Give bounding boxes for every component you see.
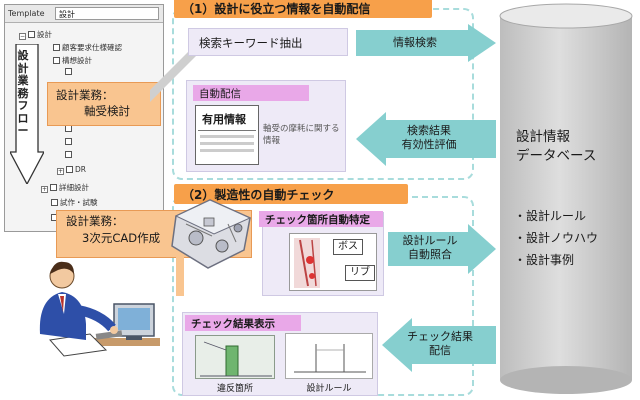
database-title: 設計情報 データベース (516, 129, 597, 164)
folder-icon (65, 125, 72, 132)
info-card: 有用情報 (195, 105, 259, 165)
violation-drawing (200, 341, 272, 377)
database-contents: ・設計ルール ・設計ノウハウ ・設計事例 (514, 208, 632, 268)
search-arrow-label: 情報検索 (393, 36, 437, 49)
result-delivery-arrow-label: チェック結果 配信 (407, 330, 473, 357)
tree-item[interactable]: 顧客要求仕様確認 (53, 42, 122, 53)
tree-item[interactable]: +詳細設計 (41, 183, 89, 193)
design-rule-image (285, 333, 373, 379)
tree-item[interactable] (65, 67, 74, 76)
expand-icon: + (57, 168, 64, 175)
rule-match-arrow-label: 設計ルール 自動照合 (402, 234, 458, 261)
folder-icon (53, 44, 60, 51)
tree-item[interactable]: −設計 (19, 30, 52, 40)
tree-item[interactable]: +DR (57, 165, 86, 175)
task-title: 設計業務： (56, 88, 114, 102)
engineer-at-computer-image (39, 261, 160, 357)
info-card-title: 有用情報 (198, 108, 256, 131)
result-delivery-arrow (382, 318, 496, 372)
check-location-panel: チェック箇所自動特定 ボス リブ (259, 211, 384, 296)
design-database-cylinder (499, 3, 633, 394)
violation-caption: 違反箇所 (216, 384, 253, 394)
cad-model-image (171, 199, 252, 269)
check-location-header: チェック箇所自動特定 (259, 211, 383, 227)
orange-band (176, 256, 184, 296)
folder-icon (65, 138, 72, 145)
folder-icon (53, 57, 60, 64)
folder-icon (65, 68, 72, 75)
template-select[interactable]: 設計 (55, 7, 159, 20)
design-rule-drawing (294, 344, 366, 373)
folder-icon (65, 151, 72, 158)
check-result-header: チェック結果表示 (185, 315, 301, 331)
evaluation-arrow (356, 112, 496, 166)
auto-delivery-panel: 自動配信 有用情報 軸受の摩耗に関する情報 (186, 80, 346, 172)
folder-icon (50, 184, 57, 191)
folder-icon (51, 199, 58, 206)
check-result-panel: チェック結果表示 違反箇所 設計ルール (182, 312, 378, 396)
tree-header-label: Template (8, 9, 45, 18)
task-body: 軸受検討 (84, 104, 130, 118)
tree-item[interactable] (65, 150, 74, 159)
callout-boss: ボス (333, 239, 363, 255)
collapse-icon: − (19, 33, 26, 40)
task-body: 3次元CAD作成 (82, 231, 161, 245)
section2-title: （2）製造性の自動チェック (174, 184, 408, 204)
info-card-description: 軸受の摩耗に関する情報 (263, 124, 340, 146)
database-item: ・設計ノウハウ (514, 231, 599, 245)
task-title: 設計業務： (66, 214, 124, 228)
connector-line (150, 50, 196, 102)
text-line (200, 142, 254, 145)
flow-arrow (10, 44, 44, 184)
callout-rib: リブ (345, 265, 375, 281)
part-cross-section (294, 238, 320, 288)
expand-icon: + (41, 186, 48, 193)
tree-item[interactable]: 構想設計 (53, 55, 92, 66)
section1-title: （1）設計に役立つ情報を自動配信 (174, 0, 432, 18)
search-arrow (356, 24, 496, 62)
violation-image (195, 335, 275, 379)
keyword-extraction-label: 検索キーワード抽出 (199, 36, 303, 50)
design-rule-caption: 設計ルール (306, 384, 352, 394)
evaluation-arrow-label: 検索結果 有効性評価 (401, 124, 457, 151)
text-line (200, 149, 254, 152)
tree-item[interactable]: 試作・試験 (51, 197, 98, 208)
text-line (200, 135, 254, 138)
database-item: ・設計事例 (514, 253, 575, 267)
folder-icon (28, 31, 35, 38)
keyword-extraction-panel: 検索キーワード抽出 (188, 28, 348, 56)
flow-label: 設 計 業 務 フ ロ ー (17, 49, 29, 137)
folder-icon (66, 166, 73, 173)
database-item: ・設計ルール (514, 209, 587, 223)
auto-delivery-header: 自動配信 (193, 85, 309, 101)
task-box-bearing: 設計業務： 軸受検討 (47, 82, 161, 126)
tree-item[interactable] (65, 137, 74, 146)
rule-match-arrow (388, 224, 496, 274)
